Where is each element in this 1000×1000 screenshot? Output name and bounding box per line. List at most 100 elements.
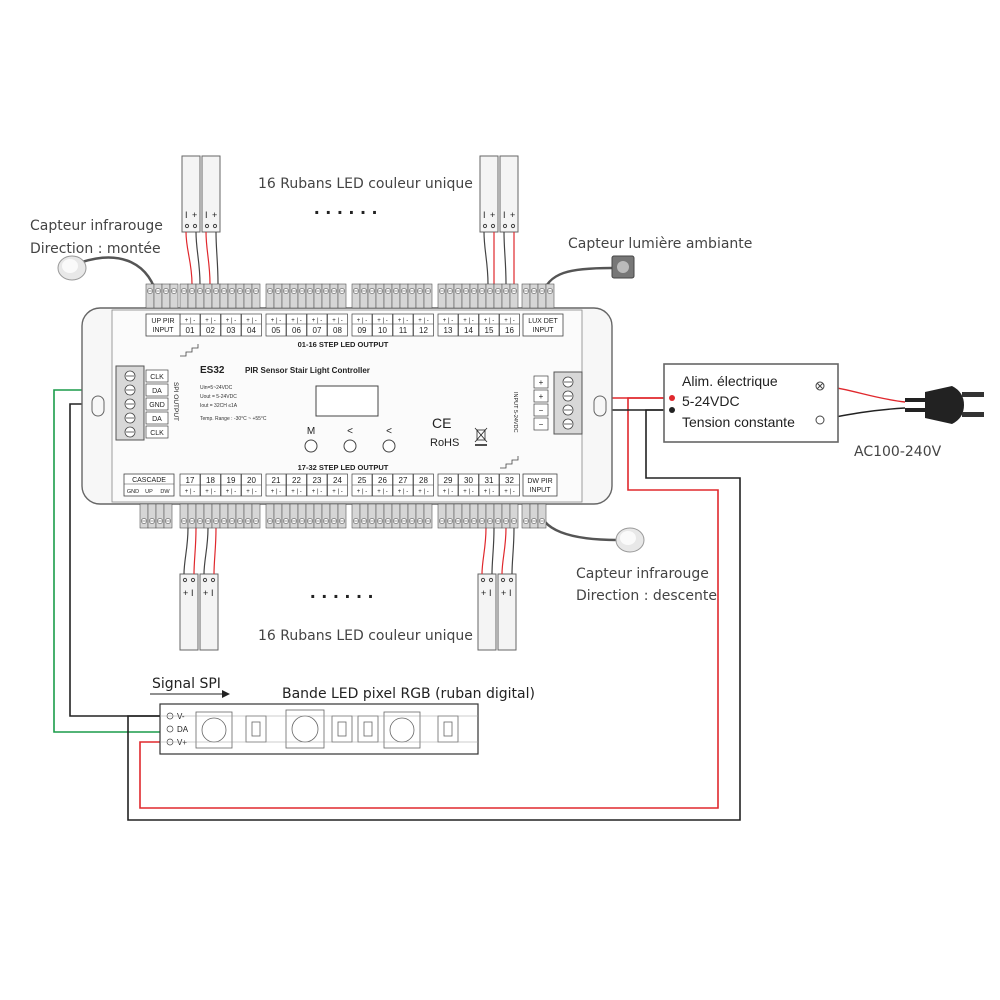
svg-text:+: + xyxy=(183,588,188,598)
channel-number: 18 xyxy=(206,476,215,485)
svg-text:+ | -: + | - xyxy=(185,318,195,324)
terminal-screw xyxy=(163,503,173,529)
terminal-screw xyxy=(337,283,347,309)
terminal-screw xyxy=(367,503,377,529)
pixel-strip-label: Bande LED pixel RGB (ruban digital) xyxy=(282,686,535,702)
terminal-screw xyxy=(251,283,261,309)
led-strip: + I xyxy=(199,573,219,651)
led-strip: + I xyxy=(477,573,497,651)
terminal-screw xyxy=(289,283,299,309)
terminal-screw xyxy=(219,503,229,529)
terminal-screw xyxy=(477,503,487,529)
spec-iout: Iout = 32CH ≤1A xyxy=(200,403,238,409)
svg-text:GND: GND xyxy=(127,489,139,495)
svg-text:I: I xyxy=(185,210,188,220)
svg-text:+ | -: + | - xyxy=(398,489,408,495)
top-terminal-blocks xyxy=(145,283,555,309)
svg-text:+ | -: + | - xyxy=(185,489,195,495)
terminal-screw xyxy=(529,503,539,529)
terminal-screw xyxy=(383,283,393,309)
terminal-screw xyxy=(469,503,479,529)
terminal-screw xyxy=(453,283,463,309)
spec-uin: Uin=5~24VDC xyxy=(200,385,233,391)
svg-text:INPUT 5-24VDC: INPUT 5-24VDC xyxy=(512,392,518,433)
terminal-screw xyxy=(139,503,149,529)
left-button[interactable] xyxy=(343,439,357,453)
channel-number: 14 xyxy=(464,326,473,335)
terminal-screw xyxy=(545,283,555,309)
channel-number: 05 xyxy=(272,326,281,335)
terminal-screw xyxy=(147,503,157,529)
terminal-screw xyxy=(203,503,213,529)
terminal-screw xyxy=(477,283,487,309)
ambient-light-sensor-icon xyxy=(611,255,635,279)
rohs-mark: RoHS xyxy=(430,437,459,449)
terminal-screw xyxy=(235,503,245,529)
channel-number: 08 xyxy=(333,326,342,335)
terminal-screw xyxy=(211,503,221,529)
svg-text:INPUT: INPUT xyxy=(153,327,175,334)
psu-line3: Tension constante xyxy=(682,414,795,430)
channel-number: 04 xyxy=(247,326,256,335)
terminal-screw xyxy=(461,503,471,529)
terminal-screw xyxy=(313,503,323,529)
channel-number: 06 xyxy=(292,326,301,335)
spi-pin-label: GND xyxy=(149,402,165,409)
svg-text:+ | -: + | - xyxy=(504,318,514,324)
terminal-screw xyxy=(501,283,511,309)
terminal-screw xyxy=(375,283,385,309)
bottom-led-strips: + I + I + I + I xyxy=(179,527,517,651)
svg-text:I: I xyxy=(483,210,486,220)
channel-number: 32 xyxy=(505,476,514,485)
svg-text:+ | -: + | - xyxy=(291,489,301,495)
m-button[interactable] xyxy=(304,439,318,453)
svg-text:+: + xyxy=(501,588,506,598)
led-strip: I + xyxy=(201,155,221,233)
svg-text:+ | -: + | - xyxy=(312,489,322,495)
terminal-screw xyxy=(243,283,253,309)
svg-text:+ | -: + | - xyxy=(205,489,215,495)
power-plug-icon xyxy=(925,386,984,424)
terminal-screw xyxy=(169,283,179,309)
terminal-screw xyxy=(485,283,495,309)
channel-number: 23 xyxy=(313,476,322,485)
svg-text:<: < xyxy=(386,426,392,437)
terminal-screw xyxy=(305,503,315,529)
terminal-screw xyxy=(509,283,519,309)
led-strip: I + xyxy=(499,155,519,233)
psu-line1: Alim. électrique xyxy=(682,373,778,389)
terminal-screw xyxy=(391,503,401,529)
ac-label: AC100-240V xyxy=(854,444,942,460)
terminal-screw xyxy=(179,283,189,309)
svg-text:DW PIR: DW PIR xyxy=(527,478,552,485)
spec-uout: Uout = 5-24VDC xyxy=(200,394,237,400)
terminal-screw xyxy=(537,503,547,529)
channel-number: 30 xyxy=(464,476,473,485)
terminal-screw xyxy=(153,283,163,309)
stair-icon xyxy=(500,456,519,469)
channel-number: 07 xyxy=(313,326,322,335)
spi-pin-label: CLK xyxy=(150,430,164,437)
svg-text:I: I xyxy=(211,588,214,598)
svg-text:CASCADE: CASCADE xyxy=(132,477,166,484)
svg-text:+ | -: + | - xyxy=(443,318,453,324)
svg-text:+: + xyxy=(510,210,515,220)
rgb-pixel-strip: V-DAV+ xyxy=(159,703,479,755)
bottom-output-label: 17-32 STEP LED OUTPUT xyxy=(298,463,389,472)
psu-line2: 5-24VDC xyxy=(682,393,740,409)
terminal-screw xyxy=(321,283,331,309)
pixel-pin-label: V+ xyxy=(177,738,187,747)
svg-text:UP PIR: UP PIR xyxy=(151,318,174,325)
channel-number: 22 xyxy=(292,476,301,485)
svg-text:+ | -: + | - xyxy=(271,489,281,495)
terminal-screw xyxy=(359,283,369,309)
channel-number: 24 xyxy=(333,476,342,485)
channel-number: 09 xyxy=(358,326,367,335)
bottom-ellipsis: ...... xyxy=(310,581,379,603)
pir-up-label-1: Capteur infrarouge xyxy=(30,218,163,234)
svg-text:+ | -: + | - xyxy=(463,489,473,495)
left-button-2[interactable] xyxy=(382,439,396,453)
top-ellipsis: ...... xyxy=(314,197,383,219)
lux-det-input-box: LUX DET INPUT xyxy=(522,313,564,337)
